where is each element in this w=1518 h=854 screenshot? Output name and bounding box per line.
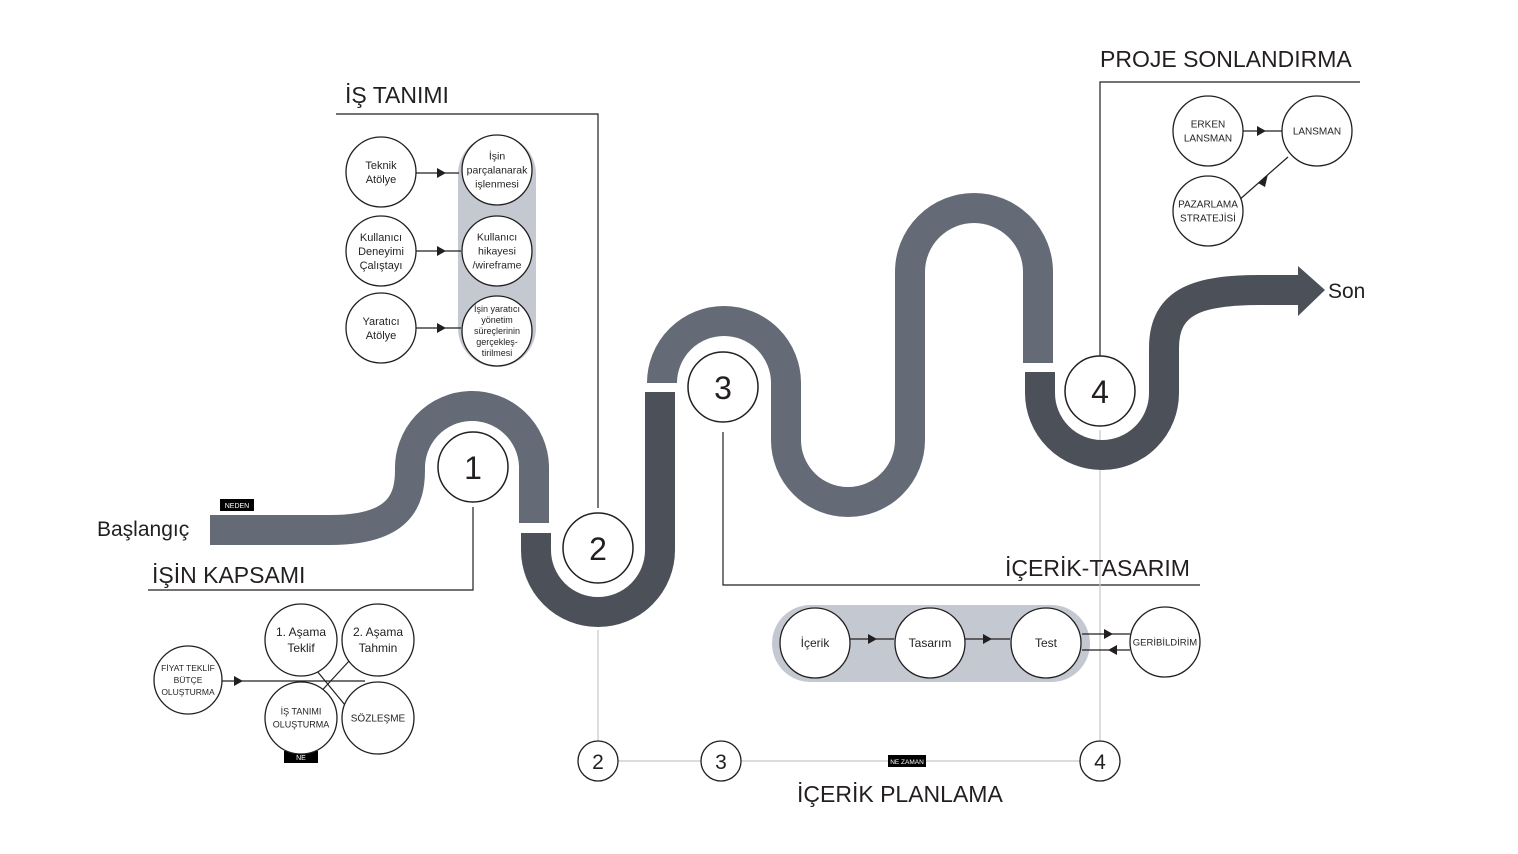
node-geribildirim-line: GERİBİLDİRİM — [1133, 637, 1197, 648]
node-pazarlama-stratejisi-line: PAZARLAMA — [1178, 200, 1238, 211]
milestone-2-number: 2 — [589, 531, 607, 567]
node-sozlesme: SÖZLEŞME — [341, 681, 415, 755]
node-erken-lansman-line: ERKEN — [1191, 120, 1225, 131]
node-asama-1-line: 1. Aşama — [276, 625, 326, 639]
node-isin-parcalanarak-line: işlenmesi — [475, 179, 519, 191]
node-fiyat-teklif-line: FİYAT TEKLİF — [161, 663, 215, 673]
node-isin-parcalanarak: İşin parçalanarak işlenmesi — [461, 134, 533, 206]
road-segment-2 — [521, 392, 675, 627]
proje-sonlandirma-links — [1237, 126, 1289, 202]
node-kullanici-hikayesi-line: /wireframe — [472, 260, 521, 272]
node-lansman-line: LANSMAN — [1293, 127, 1341, 138]
planning-step-2-number: 2 — [592, 751, 604, 774]
node-kullanici-hikayesi: Kullanıcı hikayesi/wireframe — [461, 215, 533, 287]
milestone-1: 1 — [437, 431, 509, 503]
end-label: Son — [1328, 280, 1365, 303]
section-title-isin-kapsami: İŞİN KAPSAMI — [152, 562, 305, 588]
milestone-3-number: 3 — [714, 370, 732, 406]
icerik-tasarim-arrows — [850, 629, 1130, 655]
milestone-4-number: 4 — [1091, 374, 1109, 410]
node-isin-parcalanarak-line: İşin — [489, 150, 506, 163]
road-segment-3 — [647, 193, 1053, 517]
node-isin-parcalanarak-line: parçalanarak — [467, 165, 528, 177]
node-kullanici-deneyimi-line: Kullanıcı — [360, 232, 402, 244]
node-erken-lansman-line: LANSMAN — [1184, 134, 1232, 145]
node-fiyat-teklif-line: OLUŞTURMA — [161, 687, 215, 697]
planning-step-3-number: 3 — [715, 751, 727, 774]
node-tasarim: Tasarım — [894, 607, 966, 679]
node-is-tanimi-olusturma: İŞ TANIMI OLUŞTURMA — [264, 681, 338, 755]
node-kullanici-hikayesi-line: Kullanıcı — [477, 232, 517, 244]
tag-ne-zaman-text: NE ZAMAN — [890, 759, 924, 766]
tag-ne: NE — [284, 751, 318, 763]
node-icerik: İçerik — [779, 607, 851, 679]
node-erken-lansman: ERKEN LANSMAN — [1172, 95, 1244, 167]
node-yaratici-atolye-line: Yaratıcı — [362, 316, 399, 328]
milestone-1-number: 1 — [464, 450, 482, 486]
section-title-is-tanimi: İŞ TANIMI — [345, 82, 449, 108]
node-test-line: Test — [1035, 636, 1058, 650]
node-fiyat-teklif: FİYAT TEKLİF BÜTÇE OLUŞTURMA — [153, 645, 223, 715]
node-isin-yaratici-line: süreçlerinin — [474, 326, 520, 336]
node-isin-yaratici: İşin yaratıcıyönetimsüreçleriningerçekle… — [461, 295, 533, 367]
node-isin-yaratici-line: İşin yaratıcı — [474, 304, 520, 314]
node-pazarlama-stratejisi-line: STRATEJİSİ — [1180, 212, 1236, 225]
tag-ne-zaman: NE ZAMAN — [888, 755, 926, 767]
planning-step-4-number: 4 — [1094, 751, 1106, 774]
tag-neden-text: NEDEN — [225, 503, 250, 510]
node-test: Test — [1010, 607, 1082, 679]
node-teknik-atolye-line: Atölye — [366, 174, 397, 186]
is-tanimi-nodes: TeknikAtölyeKullanıcıDeneyimiÇalıştayıYa… — [345, 134, 533, 367]
icerik-tasarim-nodes: İçerik Tasarım Test GERİBİLDİRİM — [779, 606, 1201, 679]
planning-step-3: 3 — [700, 740, 742, 782]
node-isin-yaratici-line: yönetim — [481, 315, 513, 325]
node-is-tanimi-olusturma-line: OLUŞTURMA — [273, 720, 330, 730]
road-segment-1 — [210, 391, 549, 545]
road-arrowhead — [1298, 266, 1325, 316]
section-title-icerik-tasarim: İÇERİK-TASARIM — [1005, 555, 1190, 581]
node-isin-yaratici-line: tirilmesi — [482, 348, 513, 358]
section-title-icerik-planlama: İÇERİK PLANLAMA — [797, 781, 1003, 807]
planning-step-4: 4 — [1079, 740, 1121, 782]
road — [210, 193, 1325, 627]
node-yaratici-atolye-line: Atölye — [366, 330, 397, 342]
node-sozlesme-line: SÖZLEŞME — [351, 713, 406, 725]
road-segment-4 — [1025, 275, 1302, 470]
guide-lines — [148, 81, 1360, 762]
milestone-3: 3 — [687, 351, 759, 423]
tag-neden: NEDEN — [220, 499, 254, 511]
node-fiyat-teklif-line: BÜTÇE — [174, 675, 203, 685]
node-asama-1-line: Teklif — [287, 641, 315, 655]
node-isin-yaratici-line: gerçekleş- — [476, 337, 518, 347]
node-is-tanimi-olusturma-line: İŞ TANIMI — [281, 707, 322, 717]
node-kullanici-hikayesi-line: hikayesi — [478, 246, 516, 258]
milestone-2: 2 — [562, 512, 634, 584]
node-asama-2-line: 2. Aşama — [353, 625, 403, 639]
node-icerik-line: İçerik — [801, 636, 831, 650]
planning-step-2: 2 — [577, 740, 619, 782]
node-kullanici-deneyimi-line: Çalıştayı — [360, 260, 403, 272]
node-teknik-atolye-line: Teknik — [365, 160, 397, 172]
node-asama-2-line: Tahmin — [359, 641, 398, 655]
node-geribildirim: GERİBİLDİRİM — [1129, 606, 1201, 678]
node-kullanici-deneyimi-line: Deneyimi — [358, 246, 404, 258]
node-tasarim-line: Tasarım — [909, 636, 952, 650]
start-label: Başlangıç — [97, 518, 189, 541]
milestone-4: 4 — [1064, 355, 1136, 427]
tag-ne-text: NE — [296, 755, 306, 762]
section-title-proje-sonlandirma: PROJE SONLANDIRMA — [1100, 46, 1352, 72]
is-tanimi-arrows — [416, 168, 461, 333]
isin-kapsami-nodes: FİYAT TEKLİF BÜTÇE OLUŞTURMA 1. AşamaTeklif… — [153, 603, 415, 755]
node-lansman: LANSMAN — [1281, 95, 1353, 167]
